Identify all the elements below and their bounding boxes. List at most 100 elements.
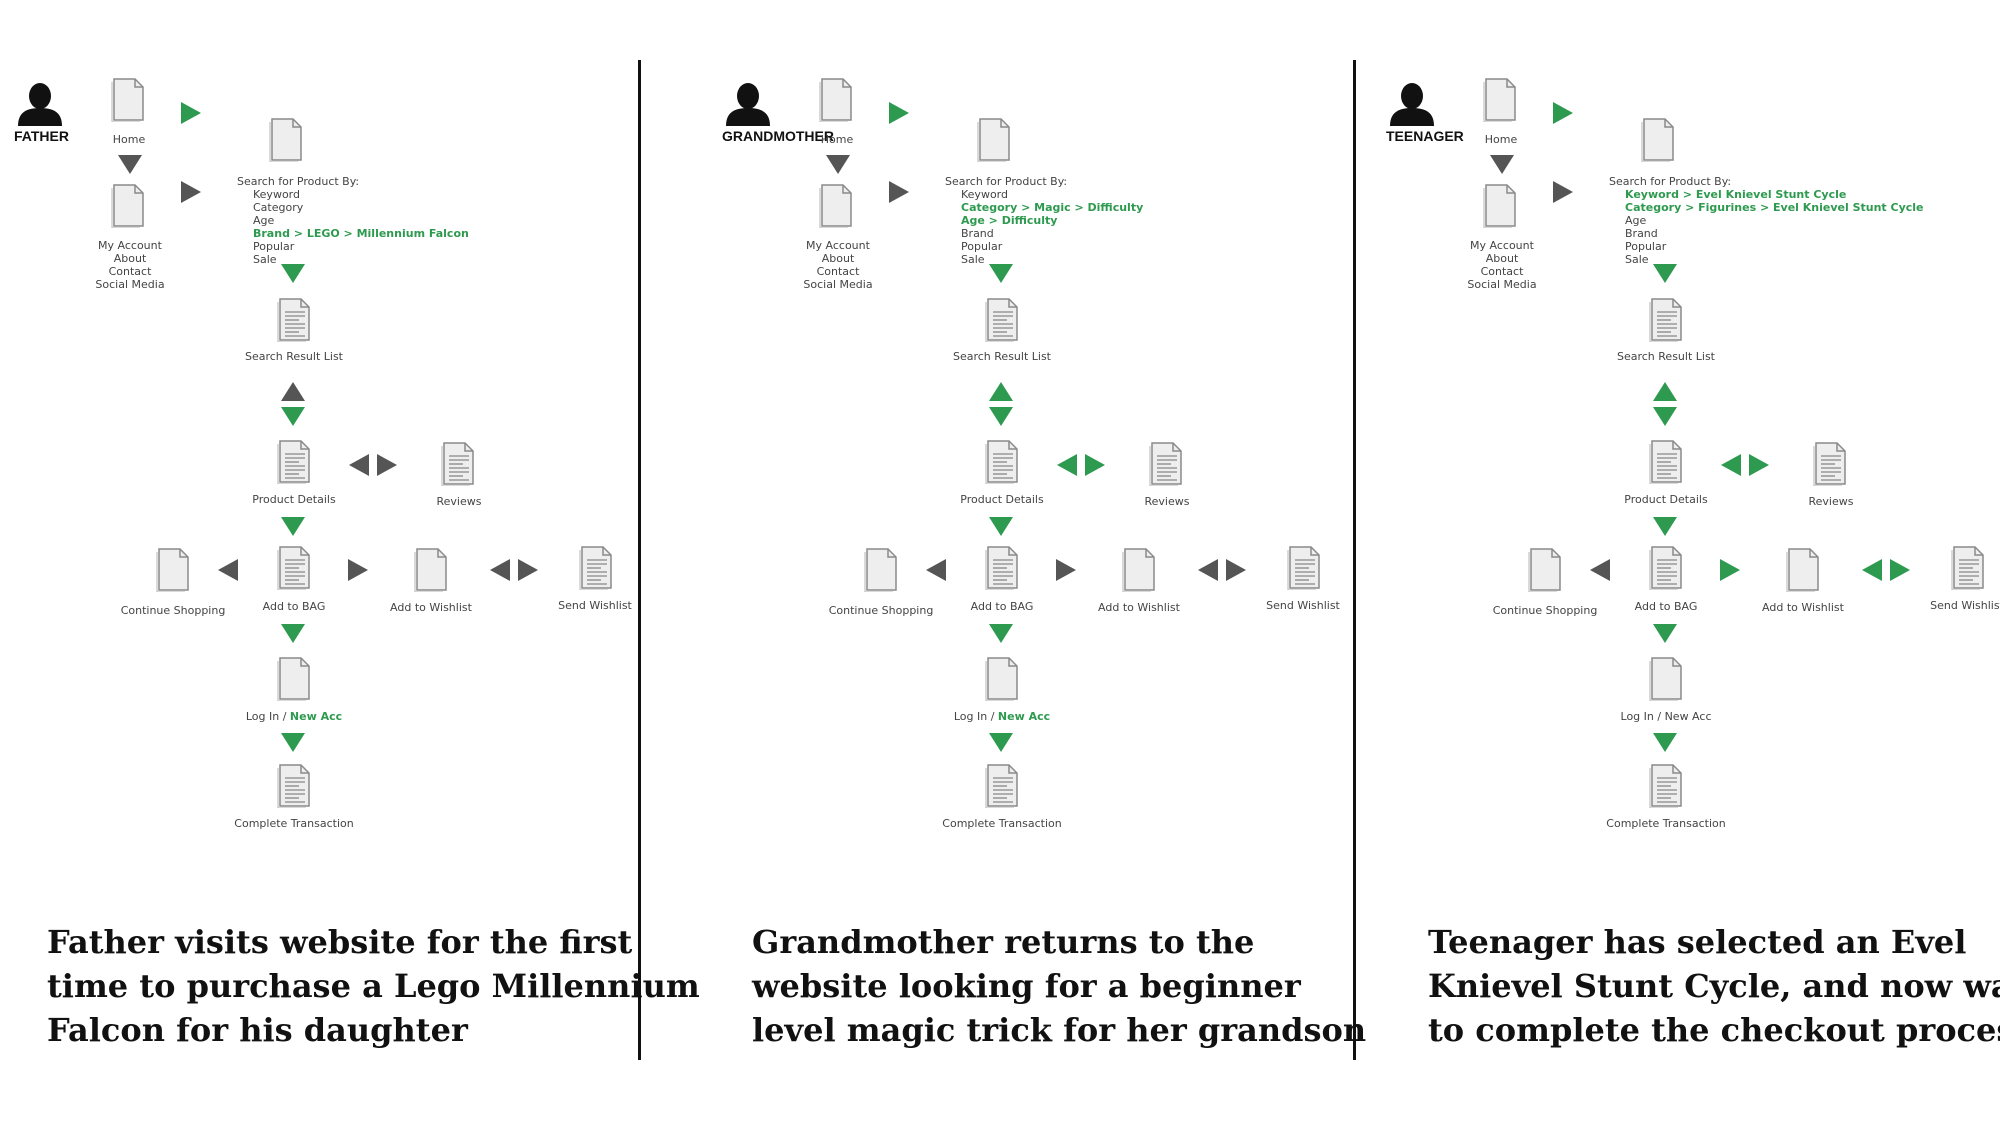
product-details-page-icon: [277, 440, 310, 484]
account-link-text: Contact: [108, 265, 152, 278]
arrow-down-icon: [1490, 155, 1514, 174]
caption-line: time to purchase a Lego Millennium: [47, 967, 700, 1005]
reviews-label: Reviews: [436, 495, 482, 508]
add-to-bag-page-icon: [277, 546, 310, 590]
person-icon: [18, 83, 62, 126]
reviews-page-icon: [441, 442, 474, 486]
search-option: Age > Difficulty: [961, 214, 1058, 227]
caption-line: level magic trick for her grandson: [752, 1011, 1367, 1049]
caption-line: Father visits website for the first: [47, 923, 633, 961]
account-link-text: Contact: [816, 265, 860, 278]
persona-label: GRANDMOTHER: [722, 128, 834, 144]
arrow-down-icon: [281, 517, 305, 536]
search-option: Brand: [1625, 227, 1658, 240]
home-page-icon: [1483, 78, 1516, 122]
arrow-right-icon: [1890, 559, 1910, 581]
add-to-bag-label: Add to BAG: [970, 600, 1034, 613]
search-option: Sale: [253, 253, 277, 266]
continue-shopping-label: Continue Shopping: [828, 604, 934, 617]
search-option: Popular: [961, 240, 1003, 253]
arrow-up-icon: [281, 382, 305, 401]
home-label: Home: [820, 133, 854, 146]
product-details-label: Product Details: [252, 493, 336, 506]
caption-line: Knievel Stunt Cycle, and now wants: [1428, 967, 2000, 1005]
caption-line: Teenager has selected an Evel: [1428, 923, 1967, 961]
arrow-down-icon: [1653, 624, 1677, 643]
add-to-wishlist-page-icon: [1786, 548, 1819, 592]
search-option: Age: [1625, 214, 1647, 227]
arrow-down-icon: [1653, 733, 1677, 752]
account-link-text: My Account: [98, 239, 162, 252]
arrow-right-icon: [181, 181, 201, 203]
search-option: Popular: [1625, 240, 1667, 253]
arrow-right-icon: [1749, 454, 1769, 476]
arrow-right-icon: [348, 559, 368, 581]
search-title: Search for Product By:: [237, 175, 360, 188]
arrow-left-icon: [490, 559, 510, 581]
search-option: Brand > LEGO > Millennium Falcon: [253, 227, 469, 240]
account-page-icon: [1483, 184, 1516, 228]
persona-label: FATHER: [14, 128, 69, 144]
continue-shopping-label: Continue Shopping: [120, 604, 226, 617]
search-option: Keyword > Evel Knievel Stunt Cycle: [1625, 188, 1847, 201]
search-option: Sale: [1625, 253, 1649, 266]
search-title: Search for Product By:: [1609, 175, 1732, 188]
send-wishlist-page-icon: [1287, 546, 1320, 590]
search-option: Category > Magic > Difficulty: [961, 201, 1144, 214]
search-result-page-icon: [277, 298, 310, 342]
login-text: Log In /: [1620, 710, 1665, 723]
arrow-down-icon: [281, 264, 305, 283]
login-page-icon: [1649, 657, 1682, 701]
complete-transaction-page-icon: [277, 764, 310, 808]
arrow-down-icon: [1653, 264, 1677, 283]
arrow-down-icon: [826, 155, 850, 174]
complete-transaction-page-icon: [985, 764, 1018, 808]
arrow-down-icon: [281, 624, 305, 643]
arrow-down-icon: [1653, 517, 1677, 536]
account-link-text: About: [113, 252, 147, 265]
panel-divider-2: [1353, 60, 1356, 1060]
search-result-label: Search Result List: [1616, 350, 1716, 363]
search-result-page-icon: [985, 298, 1018, 342]
new-account-text: New Acc: [1664, 710, 1712, 723]
reviews-label: Reviews: [1808, 495, 1854, 508]
add-to-bag-label: Add to BAG: [1634, 600, 1698, 613]
arrow-right-icon: [1720, 559, 1740, 581]
search-result-label: Search Result List: [244, 350, 344, 363]
new-account-text: New Acc: [997, 710, 1051, 723]
arrow-left-icon: [1198, 559, 1218, 581]
search-page-icon: [269, 118, 302, 162]
arrow-left-icon: [1721, 454, 1741, 476]
arrow-down-icon: [281, 733, 305, 752]
persona-label: TEENAGER: [1386, 128, 1464, 144]
add-to-wishlist-label: Add to Wishlist: [1098, 601, 1180, 614]
search-result-label: Search Result List: [952, 350, 1052, 363]
arrow-down-icon: [989, 624, 1013, 643]
caption-line: website looking for a beginner: [752, 967, 1301, 1005]
continue-shopping-page-icon: [1528, 548, 1561, 592]
continue-shopping-label: Continue Shopping: [1492, 604, 1598, 617]
panel-divider-1: [638, 60, 641, 1060]
login-text: Log In /: [953, 710, 998, 723]
person-icon: [1390, 83, 1434, 126]
arrow-left-icon: [1862, 559, 1882, 581]
arrow-down-icon: [989, 733, 1013, 752]
complete-transaction-label: Complete Transaction: [1606, 817, 1726, 830]
send-wishlist-label: Send Wishlist: [558, 599, 632, 612]
scenario-caption: Father visits website for the first time …: [47, 920, 700, 1052]
search-option: Keyword: [961, 188, 1008, 201]
login-page-icon: [985, 657, 1018, 701]
search-option: Keyword: [253, 188, 300, 201]
login-label: Log In / New Acc: [954, 710, 1050, 723]
search-title: Search for Product By:: [945, 175, 1068, 188]
send-wishlist-page-icon: [1951, 546, 1984, 590]
add-to-wishlist-page-icon: [414, 548, 447, 592]
login-text: Log In /: [245, 710, 290, 723]
login-page-icon: [277, 657, 310, 701]
caption-line: to complete the checkout process: [1428, 1011, 2000, 1049]
